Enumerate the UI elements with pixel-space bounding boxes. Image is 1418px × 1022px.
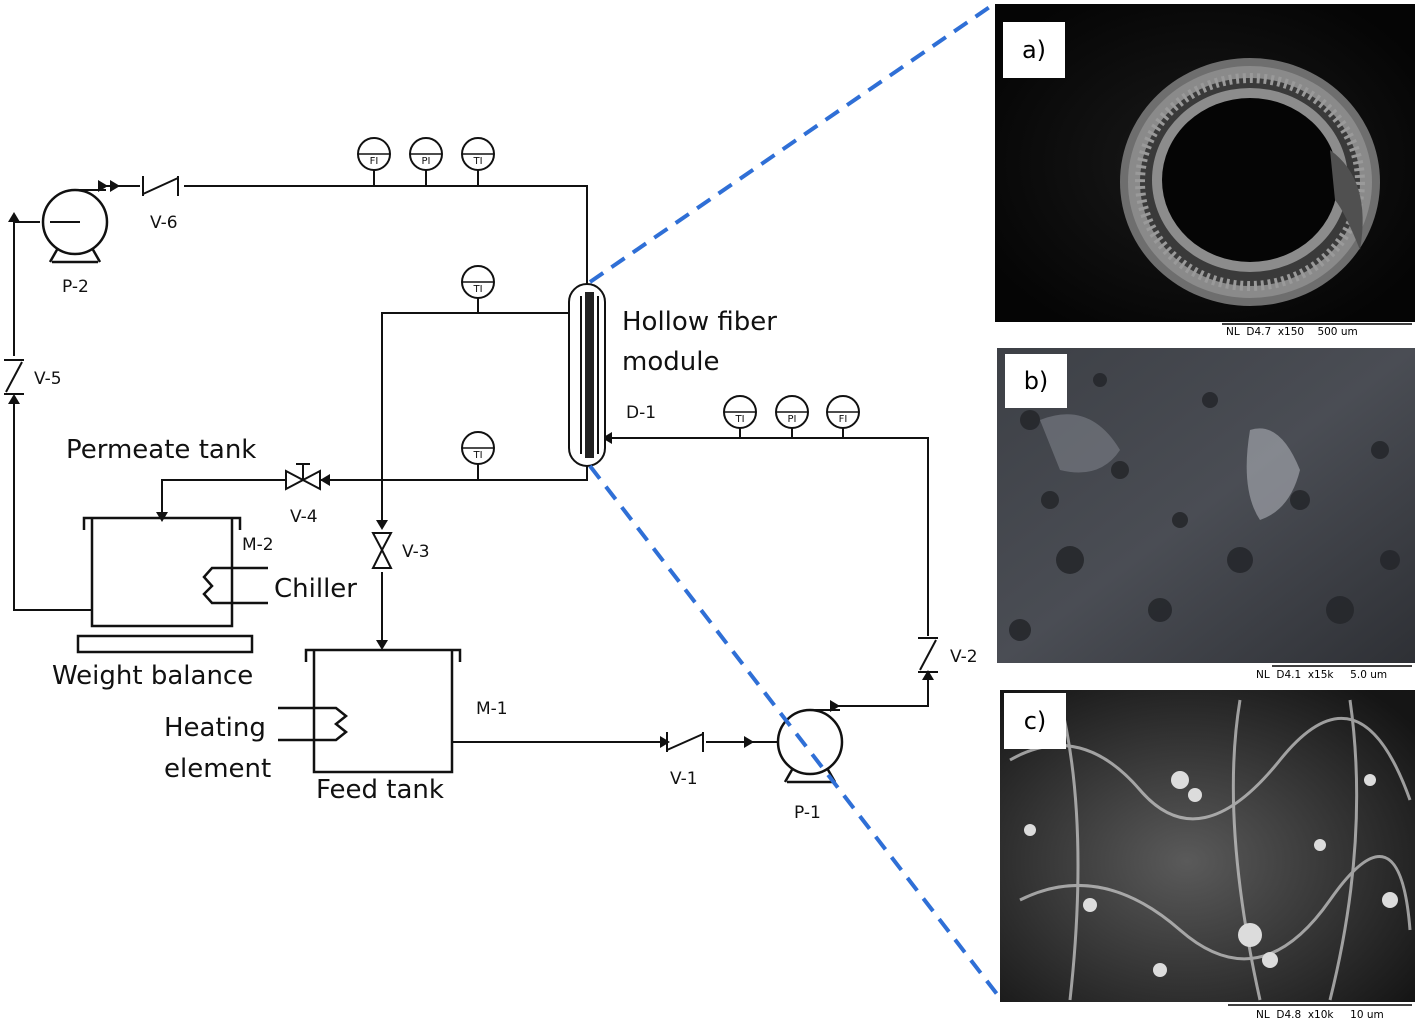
label-d1: D-1 <box>626 403 656 423</box>
svg-text:TI: TI <box>734 414 744 425</box>
label-p2: P-2 <box>62 277 89 297</box>
gate-valve-v4 <box>285 463 321 491</box>
svg-text:TI: TI <box>472 156 482 167</box>
instrument-top-ti: TI <box>461 137 495 171</box>
label-v4: V-4 <box>290 507 318 527</box>
label-m2: M-2 <box>242 535 274 555</box>
label-v5: V-5 <box>34 369 62 389</box>
label-v1: V-1 <box>670 769 698 789</box>
weight-balance <box>76 634 254 654</box>
check-valve-v5 <box>4 359 24 395</box>
hollow-fiber-module-d1 <box>568 283 606 467</box>
svg-text:PI: PI <box>422 156 431 167</box>
label-hollow-fiber: Hollow fiber <box>622 307 777 337</box>
pump-p2 <box>41 188 109 264</box>
label-element: element <box>164 754 271 784</box>
sem-label-b: b) <box>1024 367 1049 395</box>
label-v2: V-2 <box>950 647 978 667</box>
instrument-right-pi: PI <box>775 395 809 429</box>
zoom-lines <box>588 2 1002 1000</box>
sem-scale-b: NL D4.1 x15k 5.0 um <box>1256 669 1387 681</box>
sem-label-c: c) <box>1024 707 1047 735</box>
sem-scale-a: NL D4.7 x150 500 um <box>1226 326 1358 338</box>
svg-text:TI: TI <box>472 450 482 461</box>
sem-scale-c: NL D4.8 x10k 10 um <box>1256 1009 1384 1021</box>
label-module: module <box>622 347 719 377</box>
instrument-right-ti: TI <box>723 395 757 429</box>
svg-text:FI: FI <box>839 414 848 425</box>
gate-valve-v3 <box>371 532 393 569</box>
permeate-tank-m2 <box>82 516 268 628</box>
label-heating: Heating <box>164 713 266 743</box>
sem-label-a: a) <box>1022 36 1046 64</box>
instrument-top-fi: FI <box>357 137 391 171</box>
label-v6: V-6 <box>150 213 178 233</box>
svg-text:FI: FI <box>370 156 379 167</box>
label-v3: V-3 <box>402 542 430 562</box>
svg-text:PI: PI <box>788 414 797 425</box>
label-m1: M-1 <box>476 699 508 719</box>
instrument-top-pi: PI <box>409 137 443 171</box>
instrument-mid-ti: TI <box>461 265 495 299</box>
svg-text:TI: TI <box>472 284 482 295</box>
check-valve-v2 <box>918 637 938 673</box>
label-permeate-tank: Permeate tank <box>66 435 256 465</box>
instruments: FI PI TI TI TI TI PI <box>357 137 860 465</box>
sem-image-a: a) NL D4.7 x150 500 um <box>995 4 1415 338</box>
label-weight-balance: Weight balance <box>52 661 253 691</box>
check-valve-v6 <box>142 176 179 196</box>
label-p1: P-1 <box>794 803 821 823</box>
sem-image-c: c) NL D4.8 x10k 10 um <box>1000 690 1415 1022</box>
diagram-labels: Hollow fiber module D-1 Permeate tank Ch… <box>34 213 978 823</box>
instrument-low-ti: TI <box>461 431 495 465</box>
piping <box>13 170 929 743</box>
label-chiller: Chiller <box>274 574 357 604</box>
instrument-right-fi: FI <box>826 395 860 429</box>
feed-tank-m1 <box>278 648 462 774</box>
sem-image-b: b) NL D4.1 x15k 5.0 um <box>997 348 1415 681</box>
check-valve-v1 <box>666 732 704 752</box>
label-feed-tank: Feed tank <box>316 775 444 805</box>
